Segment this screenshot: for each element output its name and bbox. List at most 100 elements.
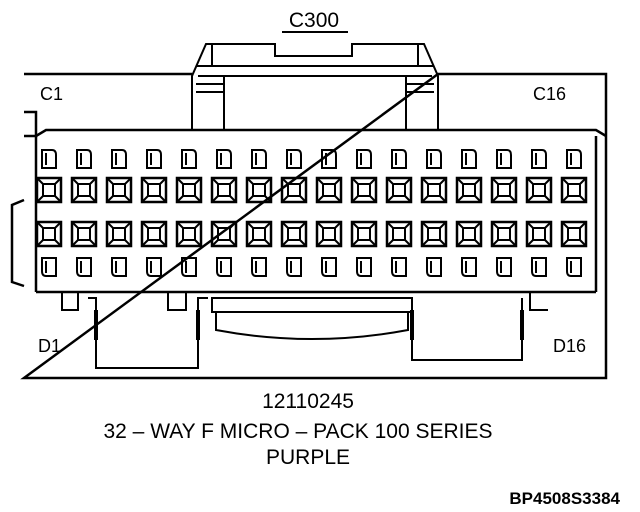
cavity-d5-inner bbox=[182, 227, 196, 241]
cavity-d16-corner bbox=[579, 221, 587, 229]
cavity-d15 bbox=[525, 220, 553, 248]
cavity-d13 bbox=[455, 220, 483, 248]
cavity-c4-inner bbox=[147, 183, 161, 197]
cavity-c5-inner bbox=[182, 183, 196, 197]
cavity-c6-corner bbox=[229, 177, 237, 185]
cavity-d16 bbox=[560, 220, 588, 248]
cavity-c9-corner bbox=[334, 177, 342, 185]
cavity-c15-corner bbox=[526, 177, 534, 185]
cavity-c7-inner bbox=[252, 183, 266, 197]
cavity-d12-corner bbox=[421, 239, 429, 247]
cavity-d6-corner bbox=[211, 239, 219, 247]
cavity-d14-corner bbox=[509, 239, 517, 247]
terminal-d7 bbox=[251, 257, 267, 277]
cavity-c9-corner bbox=[316, 177, 324, 185]
terminal-c5 bbox=[181, 149, 197, 169]
cavity-d8-corner bbox=[281, 221, 289, 229]
cavity-d3 bbox=[105, 220, 133, 248]
cavity-d10-corner bbox=[369, 239, 377, 247]
cavity-c10-corner bbox=[369, 195, 377, 203]
cavity-c10-corner bbox=[351, 177, 359, 185]
cavity-d6-corner bbox=[211, 221, 219, 229]
cavity-c6 bbox=[210, 176, 238, 204]
cavity-c10 bbox=[350, 176, 378, 204]
terminal-d4 bbox=[146, 257, 162, 277]
cavity-c16-corner bbox=[561, 177, 569, 185]
cavity-d10-inner bbox=[357, 227, 371, 241]
cavity-c16-corner bbox=[561, 195, 569, 203]
cavity-d8-inner bbox=[287, 227, 301, 241]
cavity-d12-inner bbox=[427, 227, 441, 241]
cavity-c4-corner bbox=[159, 177, 167, 185]
cavity-c3-corner bbox=[106, 177, 114, 185]
cavity-c1-inner bbox=[42, 183, 56, 197]
cavity-c13-corner bbox=[474, 177, 482, 185]
cavity-d2-corner bbox=[71, 221, 79, 229]
cavity-c6-inner bbox=[217, 183, 231, 197]
cavity-c13-corner bbox=[474, 195, 482, 203]
cavity-c8-corner bbox=[299, 177, 307, 185]
terminal-c1 bbox=[41, 149, 57, 169]
cavity-d13-corner bbox=[474, 221, 482, 229]
cavity-c11-corner bbox=[386, 195, 394, 203]
cavity-c2-corner bbox=[89, 177, 97, 185]
connector-description: 32 – WAY F MICRO – PACK 100 SERIES bbox=[103, 420, 492, 443]
cavity-d9 bbox=[315, 220, 343, 248]
cavity-d7-corner bbox=[246, 239, 254, 247]
cavity-c1-corner bbox=[54, 195, 62, 203]
connector-color: PURPLE bbox=[266, 446, 350, 469]
cavity-c9-corner bbox=[316, 195, 324, 203]
cavity-c6-corner bbox=[211, 195, 219, 203]
cavity-c16-corner bbox=[579, 177, 587, 185]
cavity-d2-corner bbox=[71, 239, 79, 247]
cavity-c15-inner bbox=[532, 183, 546, 197]
cavity-c2-corner bbox=[89, 195, 97, 203]
terminal-c7 bbox=[251, 149, 267, 169]
cavity-d13-corner bbox=[456, 239, 464, 247]
cavity-c14 bbox=[490, 176, 518, 204]
cavity-c14-corner bbox=[491, 195, 499, 203]
cavity-c2-corner bbox=[71, 195, 79, 203]
cavity-c10-inner bbox=[357, 183, 371, 197]
bottom-features bbox=[61, 292, 548, 369]
cavity-d7-corner bbox=[264, 221, 272, 229]
cavity-c12-inner bbox=[427, 183, 441, 197]
top-latch bbox=[191, 43, 439, 130]
terminal-d12 bbox=[426, 257, 442, 277]
cavity-d16-inner bbox=[567, 227, 581, 241]
cavity-d7-inner bbox=[252, 227, 266, 241]
cavity-d6-corner bbox=[229, 239, 237, 247]
cavity-d15-corner bbox=[544, 239, 552, 247]
connector-id-label: C300 bbox=[289, 9, 339, 32]
cavity-d10-corner bbox=[351, 239, 359, 247]
cavity-c8-inner bbox=[287, 183, 301, 197]
cavity-d3-corner bbox=[106, 221, 114, 229]
cavity-d4-corner bbox=[159, 221, 167, 229]
cavity-c9 bbox=[315, 176, 343, 204]
cavity-d9-corner bbox=[334, 221, 342, 229]
cavity-d1-corner bbox=[54, 221, 62, 229]
terminal-c9 bbox=[321, 149, 337, 169]
cavity-c3-corner bbox=[106, 195, 114, 203]
cavity-c7-corner bbox=[246, 195, 254, 203]
pin-label-c1: C1 bbox=[40, 84, 63, 104]
cavity-c12-corner bbox=[439, 177, 447, 185]
cavity-c7-corner bbox=[264, 177, 272, 185]
cavity-d16-corner bbox=[579, 239, 587, 247]
cavity-c11-inner bbox=[392, 183, 406, 197]
pin-label-c16: C16 bbox=[533, 84, 566, 104]
cavity-d2-corner bbox=[89, 221, 97, 229]
cavity-d14-corner bbox=[509, 221, 517, 229]
cavity-c16-inner bbox=[567, 183, 581, 197]
cavity-d10-corner bbox=[351, 221, 359, 229]
cavity-c13-corner bbox=[456, 177, 464, 185]
terminal-c10 bbox=[356, 149, 372, 169]
cavity-c14-corner bbox=[491, 177, 499, 185]
cavity-c7-corner bbox=[246, 177, 254, 185]
cavity-d13-corner bbox=[474, 239, 482, 247]
cavity-d8-corner bbox=[299, 239, 307, 247]
cavity-d2-corner bbox=[89, 239, 97, 247]
terminal-c3 bbox=[111, 149, 127, 169]
cavity-c9-corner bbox=[334, 195, 342, 203]
